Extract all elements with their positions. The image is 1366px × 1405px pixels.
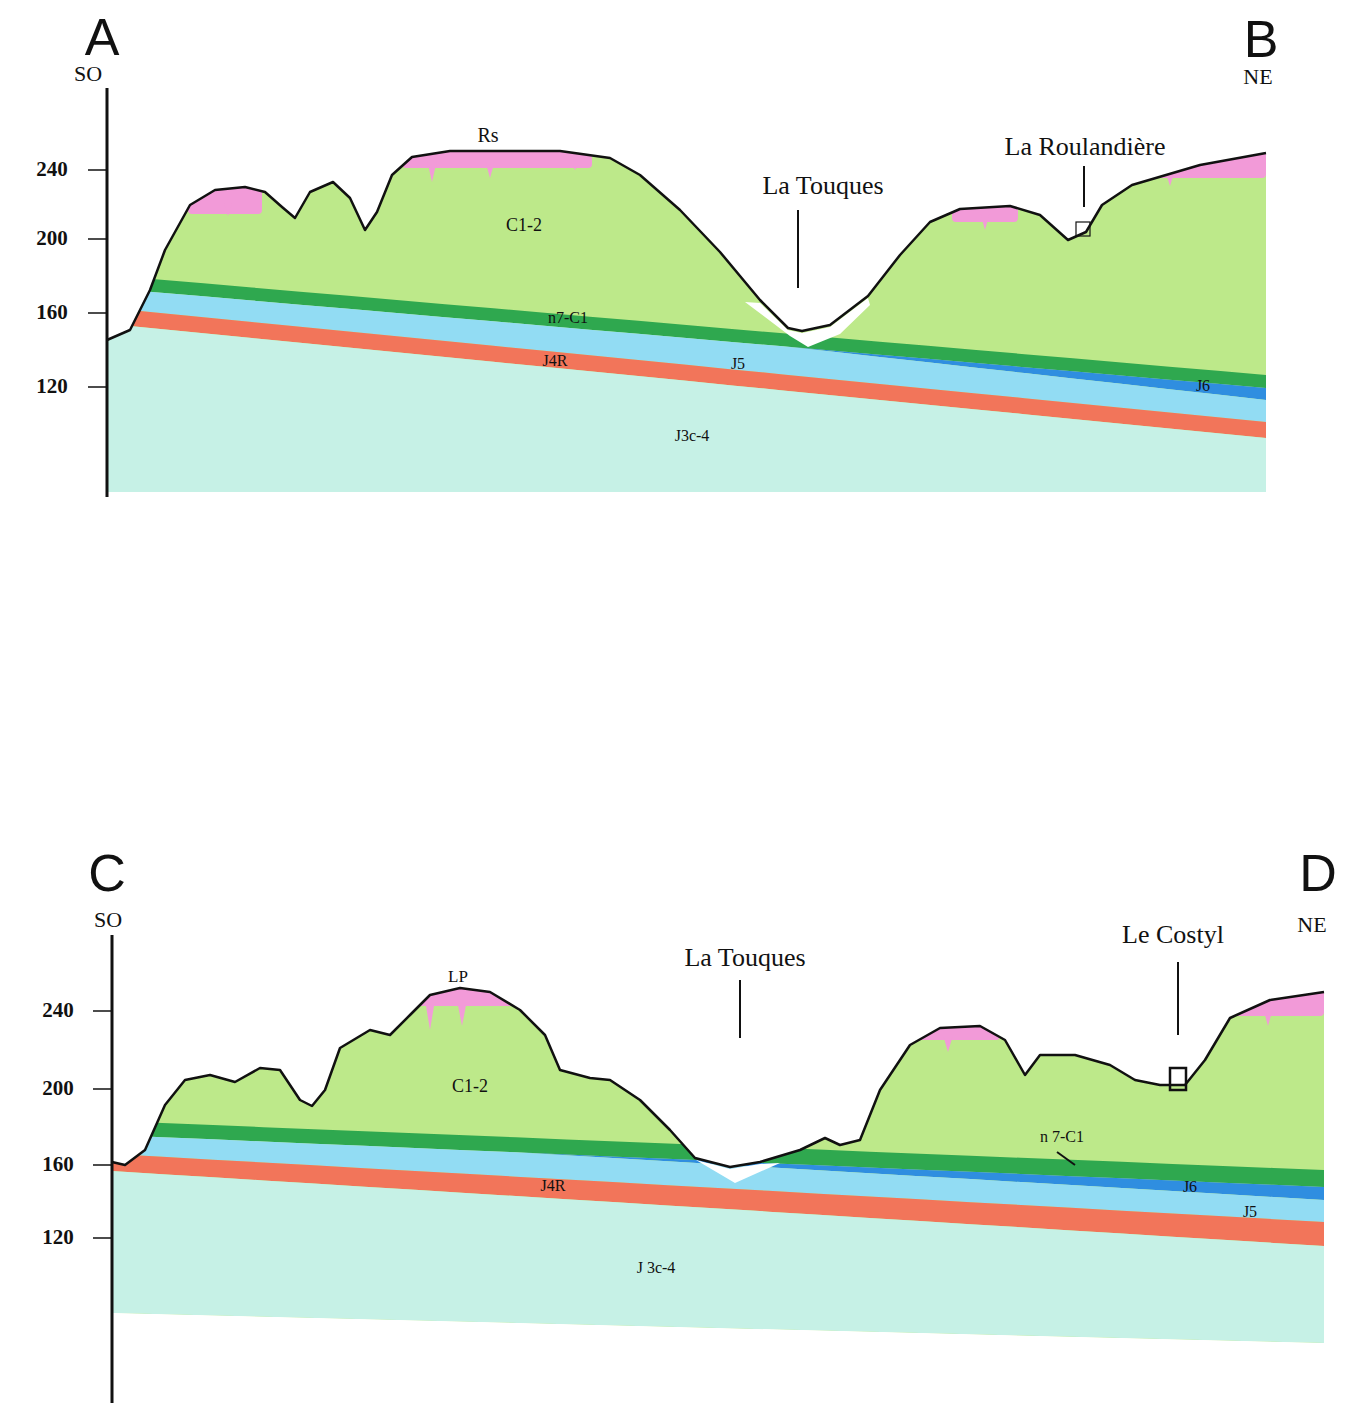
place-name: La Roulandière (1005, 133, 1166, 162)
place-name: La Touques (684, 944, 805, 973)
axis-tick (88, 312, 107, 314)
residual-pocket (425, 1000, 435, 1030)
formation-code: n 7-C1 (1040, 1128, 1084, 1146)
section-end: B (1244, 11, 1279, 68)
axis-tick (93, 1088, 112, 1090)
formation-code: J5 (731, 355, 745, 373)
orientation: SO (74, 62, 102, 86)
j3-layer (112, 1171, 1324, 1343)
residual-pocket (223, 200, 233, 216)
formation-code: J6 (1183, 1178, 1197, 1196)
residual-pocket (943, 1035, 953, 1052)
topographic-profile (112, 988, 1324, 1167)
chalk-layer (107, 0, 1266, 492)
formation-code: J5 (1243, 1203, 1257, 1221)
orientation: SO (94, 908, 122, 932)
section-end: A (85, 9, 120, 66)
residual-pocket (457, 1000, 467, 1026)
leader-line (1177, 962, 1179, 1035)
axis-value: 160 (36, 301, 68, 324)
formation-code: n7-C1 (548, 309, 588, 327)
axis-tick (88, 169, 107, 171)
residual-pocket (570, 160, 580, 170)
residual-pocket (1263, 1008, 1273, 1026)
axis-tick (88, 238, 107, 240)
alluvium (696, 1160, 780, 1183)
formation-code: C1-2 (452, 1077, 488, 1097)
formation-code: C1-2 (506, 216, 542, 236)
elevation-axis (106, 88, 109, 497)
elevation-axis (111, 935, 114, 1403)
axis-value: 240 (36, 158, 68, 181)
axis-value: 200 (42, 1077, 74, 1100)
residual-pocket (980, 212, 990, 230)
axis-value: 160 (42, 1153, 74, 1176)
axis-value: 120 (42, 1226, 74, 1249)
formation-code: J4R (541, 1177, 566, 1195)
orientation: NE (1243, 65, 1272, 89)
formation-code: Rs (477, 124, 498, 146)
section-end: D (1299, 845, 1337, 902)
axis-value: 240 (42, 999, 74, 1022)
axis-tick (93, 1237, 112, 1239)
chalk-layer (112, 762, 1324, 1343)
formation-code: J3c-4 (675, 427, 710, 445)
formation-code: J4R (543, 352, 568, 370)
place-name: La Touques (762, 172, 883, 201)
orientation: NE (1297, 913, 1326, 937)
residual-pocket (485, 160, 495, 178)
site-marker (1076, 222, 1090, 236)
section-end: C (88, 845, 126, 902)
leader-line (1057, 1152, 1075, 1165)
leader-line (1083, 166, 1085, 207)
strata (112, 762, 1324, 1343)
topographic-profile (107, 151, 1266, 340)
residual-pocket (427, 160, 437, 182)
j3-layer (107, 324, 1266, 492)
leader-line (739, 980, 741, 1038)
axis-tick (93, 1164, 112, 1166)
axis-value: 200 (36, 227, 68, 250)
formation-code: J 3c-4 (637, 1259, 676, 1277)
axis-value: 120 (36, 375, 68, 398)
residual-deposit (188, 182, 262, 214)
place-name: Le Costyl (1122, 921, 1224, 950)
leader-line (797, 210, 799, 288)
strata (107, 0, 1266, 492)
site-marker (1170, 1068, 1186, 1090)
axis-tick (93, 1010, 112, 1012)
formation-code: LP (448, 968, 468, 987)
axis-tick (88, 386, 107, 388)
formation-code: J6 (1196, 377, 1210, 395)
